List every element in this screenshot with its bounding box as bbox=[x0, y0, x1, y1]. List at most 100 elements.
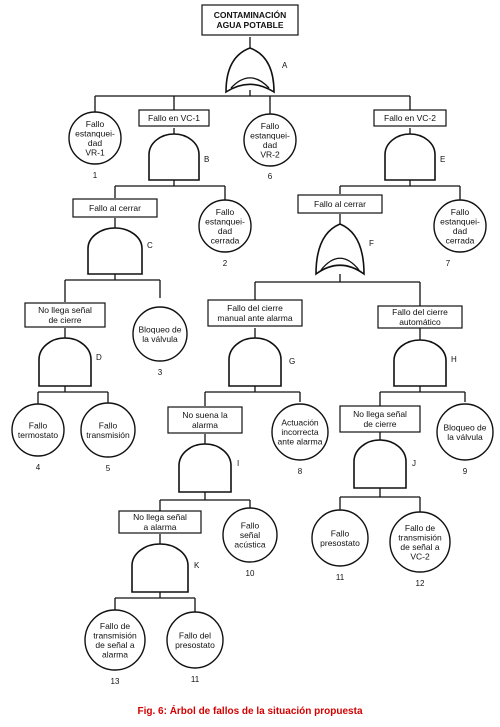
basic-event-text: Fallo bbox=[241, 521, 260, 531]
basic-event-b8 bbox=[271, 403, 329, 461]
gate-label-e: E bbox=[440, 155, 445, 164]
basic-event-b4 bbox=[11, 403, 65, 457]
figure-caption: Fig. 6: Árbol de fallos de la situación … bbox=[137, 706, 363, 717]
gate-label-d: D bbox=[96, 353, 102, 362]
or-gate-inner-arc bbox=[230, 77, 270, 89]
basic-event-text: Fallo bbox=[99, 420, 118, 430]
basic-event-text: Fallo bbox=[331, 528, 350, 538]
basic-event-text: presostato bbox=[175, 640, 215, 650]
basic-event-text: transmisión bbox=[93, 630, 137, 640]
gate-label-j: J bbox=[412, 459, 416, 468]
fallo-cierre-automatico-text: Fallo del cierre bbox=[392, 307, 448, 317]
basic-event-b11b bbox=[166, 611, 224, 669]
gate-label-k: K bbox=[194, 561, 200, 570]
basic-event-text: dad bbox=[88, 138, 102, 148]
no-llega-senal-j-box bbox=[339, 405, 421, 433]
no-suena-alarma-text: alarma bbox=[192, 420, 218, 430]
fallo-cierre-manual-text: manual ante alarma bbox=[217, 313, 292, 323]
gate-label-i: I bbox=[237, 459, 239, 468]
and-gate-i bbox=[178, 443, 232, 493]
basic-event-text: Fallo bbox=[29, 420, 48, 430]
basic-event-number: 11 bbox=[191, 675, 200, 684]
no-suena-alarma-text: No suena la bbox=[182, 410, 228, 420]
basic-event-number: 9 bbox=[463, 467, 468, 476]
basic-event-number: 2 bbox=[223, 259, 228, 268]
gate-label-f: F bbox=[369, 239, 374, 248]
fallo-cierre-manual-text: Fallo del cierre bbox=[227, 303, 283, 313]
basic-event-text: Fallo bbox=[216, 207, 235, 217]
basic-event-text: de señal a bbox=[95, 640, 134, 650]
basic-event-text: dad bbox=[263, 140, 277, 150]
basic-event-b11a bbox=[311, 509, 369, 567]
gate-label-c: C bbox=[147, 241, 153, 250]
basic-events: Falloestanquei-dadVR-11Falloestanquei-da… bbox=[11, 111, 494, 686]
basic-event-text: acústica bbox=[234, 540, 265, 550]
fallo-cerrar-e-text: Fallo al cerrar bbox=[314, 199, 366, 209]
basic-event-text: estanquei- bbox=[250, 130, 290, 140]
basic-event-text: transmisión bbox=[86, 430, 130, 440]
gate-label-g: G bbox=[289, 357, 295, 366]
basic-event-text: Fallo bbox=[261, 121, 280, 131]
basic-event-number: 3 bbox=[158, 368, 163, 377]
basic-event-number: 11 bbox=[336, 573, 345, 582]
no-llega-senal-k-text: a alarma bbox=[143, 522, 176, 532]
and-gate-b bbox=[148, 133, 200, 181]
gate-label-b: B bbox=[204, 155, 209, 164]
basic-event-number: 7 bbox=[446, 259, 451, 268]
basic-event-text: transmisión bbox=[398, 532, 442, 542]
basic-event-number: 8 bbox=[298, 467, 303, 476]
basic-event-text: VR-1 bbox=[85, 147, 105, 157]
no-llega-senal-k-box bbox=[118, 510, 202, 534]
basic-event-text: VC-2 bbox=[410, 551, 430, 561]
basic-event-text: Fallo bbox=[451, 207, 470, 217]
and-gate-h bbox=[393, 339, 447, 387]
basic-event-text: alarma bbox=[102, 649, 128, 659]
basic-event-text: Bloqueo de bbox=[138, 324, 181, 334]
and-gate-d bbox=[38, 337, 92, 387]
no-llega-senal-d-text: de cierre bbox=[48, 315, 81, 325]
and-gate-c bbox=[87, 227, 143, 275]
basic-event-text: dad bbox=[453, 226, 467, 236]
basic-event-text: cerrada bbox=[211, 235, 240, 245]
gate-label-h: H bbox=[451, 355, 457, 364]
basic-event-text: ante alarma bbox=[278, 437, 323, 447]
basic-event-text: señal bbox=[240, 530, 260, 540]
basic-event-text: Fallo del bbox=[179, 630, 211, 640]
basic-event-number: 6 bbox=[268, 172, 273, 181]
basic-event-b13 bbox=[84, 609, 146, 671]
basic-event-b1 bbox=[68, 111, 122, 165]
basic-event-text: cerrada bbox=[446, 235, 475, 245]
basic-event-text: Fallo de bbox=[100, 621, 131, 631]
basic-event-text: incorrecta bbox=[281, 427, 319, 437]
basic-event-text: dad bbox=[218, 226, 232, 236]
no-llega-senal-j-text: de cierre bbox=[363, 419, 396, 429]
basic-event-number: 13 bbox=[111, 677, 120, 686]
basic-event-b5 bbox=[80, 402, 136, 458]
top-event-text: CONTAMINACIÓN bbox=[214, 9, 287, 20]
no-llega-senal-j-text: No llega señal bbox=[353, 409, 407, 419]
fallo-vc1-box bbox=[138, 109, 210, 127]
and-gate-e bbox=[384, 133, 436, 181]
basic-event-b9 bbox=[436, 403, 494, 461]
and-gate-g bbox=[228, 337, 282, 387]
fallo-vc1-text: Fallo en VC-1 bbox=[148, 113, 200, 123]
fallo-cerrar-b-text: Fallo al cerrar bbox=[89, 203, 141, 213]
basic-event-b2 bbox=[198, 199, 252, 253]
basic-event-b12 bbox=[389, 511, 451, 573]
basic-event-number: 1 bbox=[93, 171, 98, 180]
basic-event-text: Fallo bbox=[86, 119, 105, 129]
basic-event-text: estanquei- bbox=[75, 128, 115, 138]
fallo-cierre-automatico-box bbox=[377, 305, 463, 329]
fallo-vc2-box bbox=[373, 109, 447, 127]
basic-event-text: la válvula bbox=[142, 334, 178, 344]
basic-event-text: VR-2 bbox=[260, 149, 280, 159]
basic-event-text: presostato bbox=[320, 538, 360, 548]
fallo-cerrar-e-box bbox=[297, 194, 383, 214]
basic-event-number: 10 bbox=[246, 569, 255, 578]
no-llega-senal-d-box bbox=[24, 302, 106, 328]
fallo-cierre-automatico-text: automático bbox=[399, 317, 441, 327]
or-gate-inner-arc bbox=[320, 257, 360, 271]
fallo-cerrar-b-box bbox=[72, 198, 158, 218]
